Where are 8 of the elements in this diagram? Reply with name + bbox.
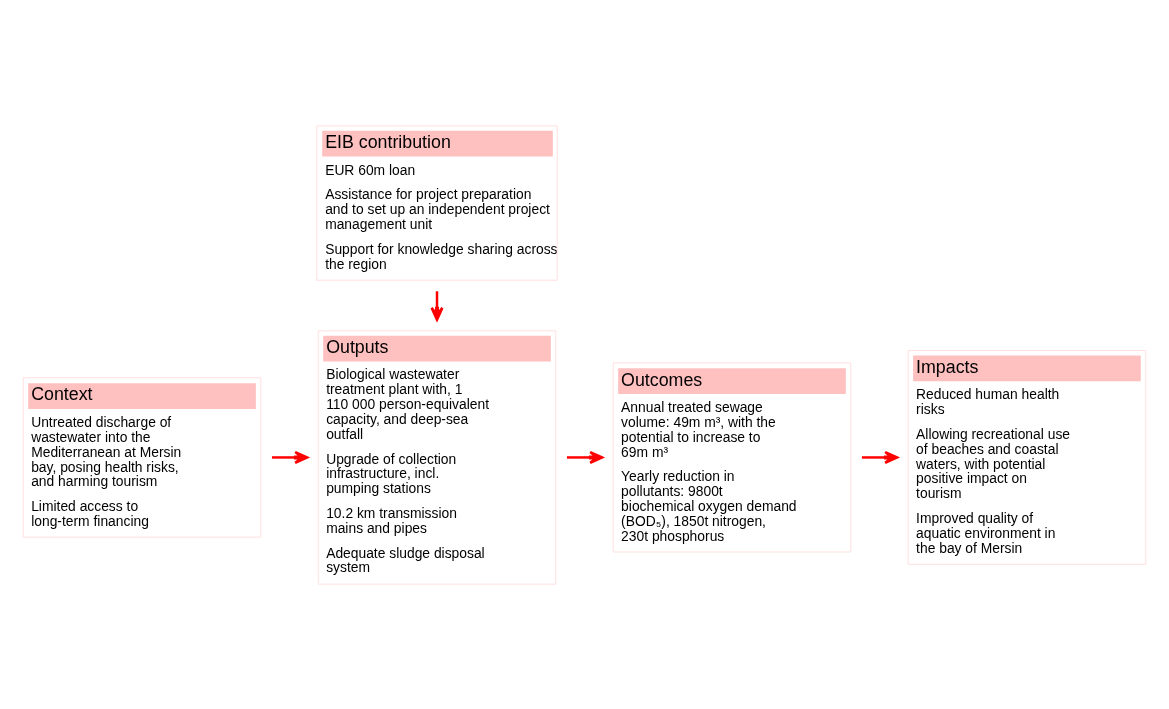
node-box: Outputs Biological wastewater treatment plant with, 1 110 000 person-equivalent capacity, and deep-sea outfall Upgrade of collection infrastructure, incl. pumping stations 10.2 km transmission mains and pipes Adequate sludge disposal system xyxy=(317,329,557,585)
node-box: Impacts Reduced human health risks Allowing recreational use of beaches and coastal waters, with potential positive impact on tourism Improved quality of aquatic environment in the bay of Mersin xyxy=(907,349,1147,565)
node-box: Outcomes Annual treated sewage volume: 49m m³, with the potential to increase to 69m m³ Yearly reduction in pollutants: 9800t biochemical oxygen demand (BOD₅), 1850t nitrogen, 230t phosphorus xyxy=(612,361,852,552)
arrow xyxy=(566,450,604,464)
node-box: EIB contribution EUR 60m loan Assistance for project preparation and to set up an independent project management unit Support for knowledge sharing across the region xyxy=(316,124,558,281)
arrow xyxy=(861,450,899,464)
node-box: Context Untreated discharge of wastewater into the Mediterranean at Mersin bay, posing health risks, and harming tourism Limited access to long-term financing xyxy=(22,376,262,538)
arrow xyxy=(271,450,309,464)
